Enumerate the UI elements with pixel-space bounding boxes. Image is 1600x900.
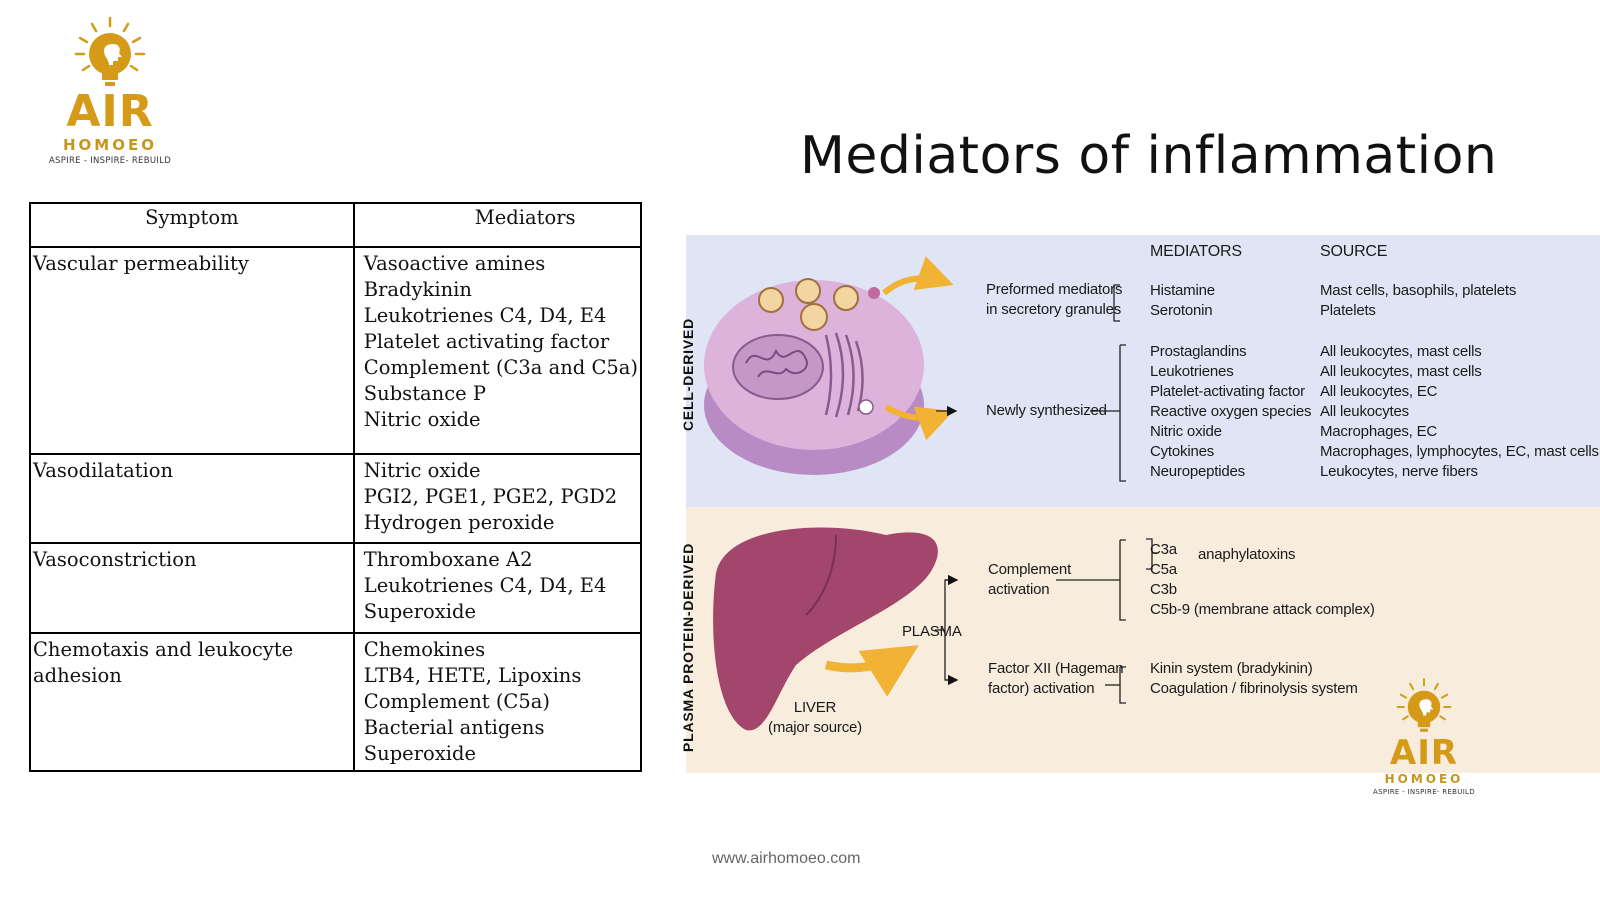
source-item: All leukocytes, mast cells <box>1320 343 1482 360</box>
complement-item: C5a <box>1150 561 1177 578</box>
mediator-item: Leukotrienes C4, D4, E4 <box>363 304 607 327</box>
source-column-header: SOURCE <box>1320 243 1388 260</box>
mediator-item: Nitric oxide <box>1150 423 1222 440</box>
mediator-item: Vasoactive amines <box>363 252 546 275</box>
table-header-row: Symptom Mediators <box>29 202 643 248</box>
symptom-mediator-table: Symptom Mediators Vascular permeability … <box>29 202 643 772</box>
logo-tagline: ASPIRE - INSPIRE- REBUILD <box>1373 788 1475 796</box>
mediator-item: Thromboxane A2 <box>363 548 533 571</box>
source-item: Macrophages, lymphocytes, EC, mast cells <box>1320 443 1599 460</box>
newly-mediators: Prostaglandins Leukotrienes Platelet-act… <box>1150 342 1312 482</box>
air-homoeo-logo: AIR HOMOEO ASPIRE - INSPIRE- REBUILD <box>40 14 180 174</box>
complement-item: C5b-9 (membrane attack complex) <box>1150 601 1375 618</box>
source-item: Macrophages, EC <box>1320 423 1438 440</box>
mediator-item: PGI2, PGE1, PGE2, PGD2 <box>363 485 618 508</box>
mediators-column-header: MEDIATORS <box>1150 243 1242 260</box>
factor-xii-items: Kinin system (bradykinin) Coagulation / … <box>1150 659 1358 699</box>
mediator-item: Hydrogen peroxide <box>363 511 555 534</box>
table-row: Vasodilatation Nitric oxide PGI2, PGE1, … <box>29 453 643 544</box>
source-item: Leukocytes, nerve fibers <box>1320 463 1478 480</box>
page-title: Mediators of inflammation <box>800 126 1498 186</box>
newly-synthesized-label: Newly synthesized <box>986 402 1107 419</box>
mediator-item: Bradykinin <box>363 278 472 301</box>
mediator-item: Superoxide <box>363 742 477 765</box>
preformed-sources: Mast cells, basophils, platelets Platele… <box>1320 281 1516 321</box>
mediators-cell: Thromboxane A2 Leukotrienes C4, D4, E4 S… <box>352 542 643 634</box>
anaphylatoxins-label: anaphylatoxins <box>1198 546 1296 563</box>
mediator-item: Substance P <box>363 382 486 405</box>
mediator-item: Complement (C5a) <box>363 690 550 713</box>
mediator-item: Reactive oxygen species <box>1150 403 1312 420</box>
cell-derived-label: CELL-DERIVED <box>680 317 696 431</box>
logo-subtitle: HOMOEO <box>63 136 157 154</box>
lightbulb-logo-icon <box>1396 678 1452 732</box>
source-item: Platelets <box>1320 302 1376 319</box>
mediators-cell: Vasoactive amines Bradykinin Leukotriene… <box>352 246 643 455</box>
newly-sources: All leukocytes, mast cells All leukocyte… <box>1320 342 1599 482</box>
source-item: All leukocytes, mast cells <box>1320 363 1482 380</box>
mediator-item: Histamine <box>1150 282 1215 299</box>
mediators-cell: Nitric oxide PGI2, PGE1, PGE2, PGD2 Hydr… <box>352 453 643 544</box>
complement-item: C3b <box>1150 581 1177 598</box>
footer-url: www.airhomoeo.com <box>712 850 861 867</box>
source-item: All leukocytes, EC <box>1320 383 1438 400</box>
mediators-figure: CELL-DERIVED PLASMA PROTEIN-DERIVED MEDI… <box>680 235 1600 773</box>
symptom-cell: Vasoconstriction <box>29 542 355 634</box>
mediator-item: Platelet-activating factor <box>1150 383 1305 400</box>
table-row: Vasoconstriction Thromboxane A2 Leukotri… <box>29 542 643 634</box>
figure-graphics <box>704 256 1158 731</box>
mediator-item: Neuropeptides <box>1150 463 1245 480</box>
logo-word: AIR <box>66 86 154 137</box>
table-row: Vascular permeability Vasoactive amines … <box>29 246 643 455</box>
mediator-item: Bacterial antigens <box>363 716 545 739</box>
mediator-item: Leukotrienes <box>1150 363 1234 380</box>
plasma-label: PLASMA <box>902 623 962 640</box>
cell-illustration <box>704 256 954 475</box>
source-item: All leukocytes <box>1320 403 1409 420</box>
plasma-derived-label: PLASMA PROTEIN-DERIVED <box>680 542 696 752</box>
mediator-item: Nitric oxide <box>363 408 481 431</box>
mediator-item: Complement (C3a and C5a) <box>363 356 638 379</box>
table-row: Chemotaxis and leukocyte adhesion Chemok… <box>29 632 643 772</box>
logo-subtitle: HOMOEO <box>1384 772 1464 786</box>
symptom-cell: Chemotaxis and leukocyte adhesion <box>29 632 355 772</box>
air-homoeo-logo-small: AIR HOMOEO ASPIRE - INSPIRE- REBUILD <box>1365 676 1483 816</box>
mediator-item: Leukotrienes C4, D4, E4 <box>363 574 607 597</box>
complement-item: C3a <box>1150 541 1177 558</box>
column-header-mediators: Mediators <box>352 202 643 248</box>
logo-tagline: ASPIRE - INSPIRE- REBUILD <box>48 156 172 166</box>
factor-xii-item: Coagulation / fibrinolysis system <box>1150 680 1358 697</box>
preformed-mediators: Histamine Serotonin <box>1150 281 1215 321</box>
liver-label: LIVER(major source) <box>768 699 862 736</box>
mediator-item: LTB4, HETE, Lipoxins <box>363 664 582 687</box>
liver-illustration <box>713 527 938 731</box>
complement-items: C3a C5a C3b C5b-9 (membrane attack compl… <box>1150 540 1375 620</box>
source-item: Mast cells, basophils, platelets <box>1320 282 1517 299</box>
mediator-item: Superoxide <box>363 600 477 623</box>
symptom-cell: Vascular permeability <box>29 246 355 455</box>
mediator-item: Cytokines <box>1150 443 1215 460</box>
factor-xii-item: Kinin system (bradykinin) <box>1150 660 1313 677</box>
mediator-item: Nitric oxide <box>363 459 481 482</box>
mediator-item: Prostaglandins <box>1150 343 1247 360</box>
mediators-cell: Chemokines LTB4, HETE, Lipoxins Compleme… <box>352 632 643 772</box>
mediator-item: Platelet activating factor <box>363 330 610 353</box>
mediator-item: Serotonin <box>1150 302 1213 319</box>
column-header-symptom: Symptom <box>29 202 355 248</box>
symptom-cell: Vasodilatation <box>29 453 355 544</box>
mediator-item: Chemokines <box>363 638 486 661</box>
logo-word: AIR <box>1389 733 1459 773</box>
lightbulb-logo-icon <box>74 16 146 86</box>
